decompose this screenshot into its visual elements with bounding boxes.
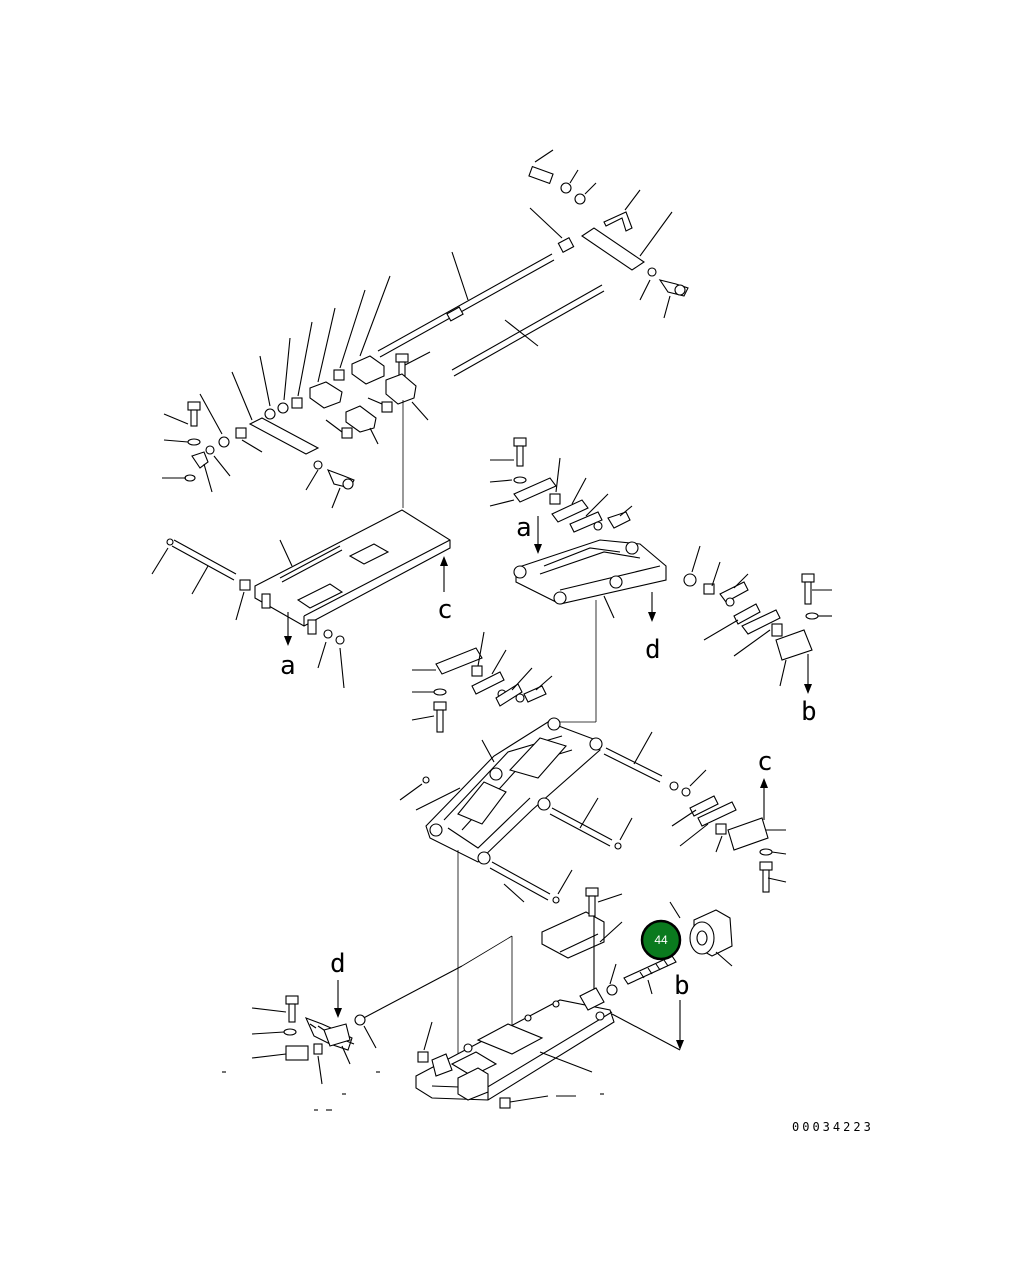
link-bar — [248, 417, 320, 455]
callout-number: 44 — [654, 933, 668, 947]
part-callout-44[interactable]: 44 — [640, 919, 682, 961]
long-rod-lower — [451, 284, 603, 371]
lever-bracket — [581, 227, 645, 271]
block-3 — [309, 381, 343, 409]
bottom-assembly — [222, 887, 733, 1111]
top-linkage-assembly — [377, 149, 689, 377]
bushing — [557, 237, 575, 253]
pin-rod — [173, 539, 237, 575]
drawing-code: 00034223 — [792, 1120, 874, 1134]
block-2 — [385, 373, 417, 405]
view-letter-a-left: a — [280, 651, 296, 681]
top-bolt — [528, 149, 554, 185]
middle-frame-assembly — [399, 631, 787, 904]
view-letter-c-left: c — [437, 595, 453, 625]
callout-marker[interactable] — [640, 919, 682, 961]
block-4 — [345, 405, 377, 433]
long-rod-upper — [377, 253, 553, 352]
washer — [574, 193, 586, 205]
right-upper-frame — [489, 437, 832, 694]
bent-pin — [603, 211, 633, 232]
block-1 — [351, 355, 385, 385]
threaded-rod — [623, 955, 677, 985]
washer — [560, 182, 572, 194]
upper-left-plate — [151, 509, 451, 689]
view-letter-c-right: c — [757, 747, 773, 777]
view-letter-d-bottom: d — [330, 949, 346, 979]
left-upper-assembly — [162, 275, 431, 509]
view-letter-a-top: a — [516, 513, 532, 543]
view-letter-d-right: d — [645, 635, 661, 665]
view-letter-b-bottom: b — [674, 971, 690, 1001]
view-letter-b-right: b — [801, 697, 817, 727]
